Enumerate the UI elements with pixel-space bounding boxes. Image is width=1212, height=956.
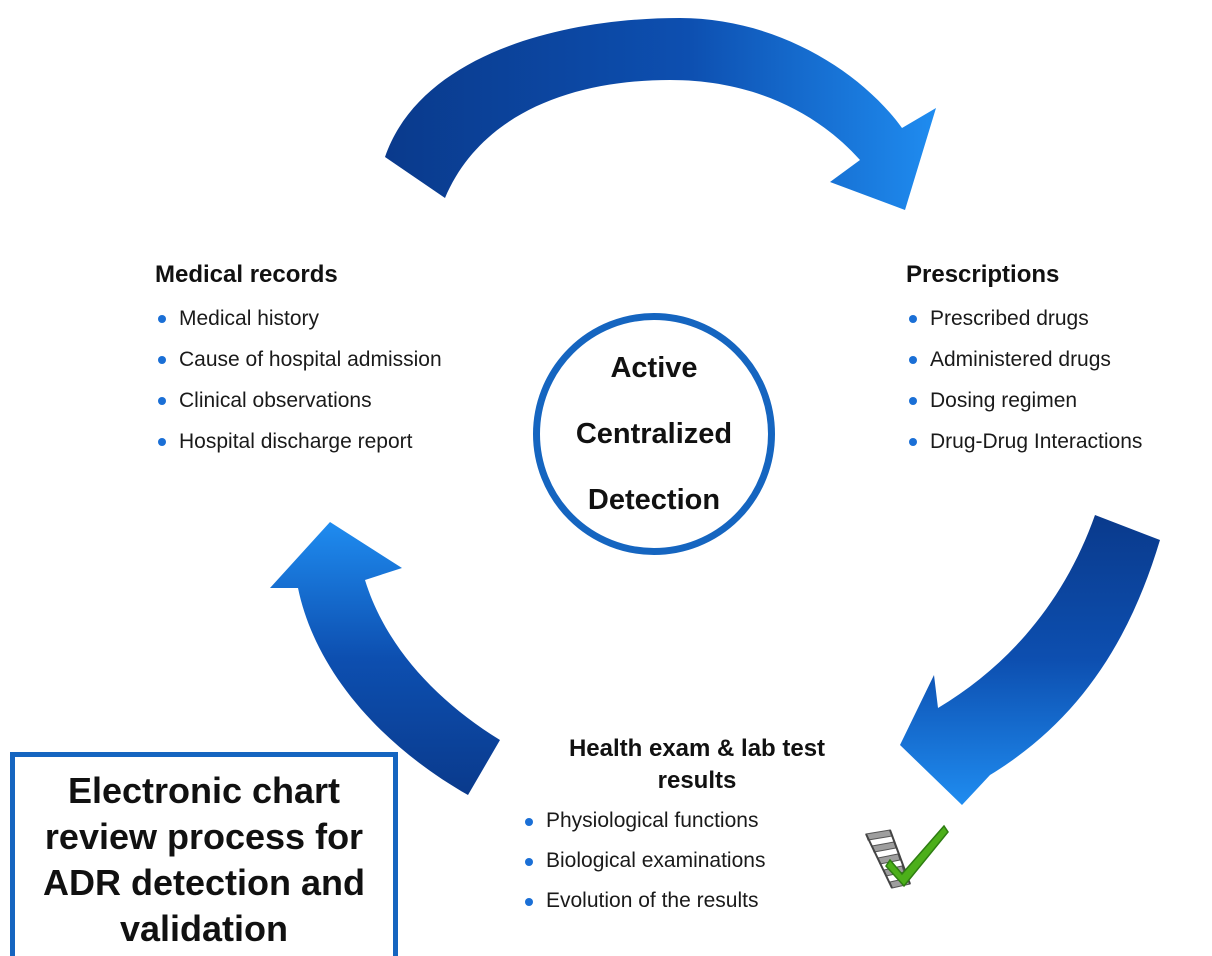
- list-item: Biological examinations: [522, 841, 892, 881]
- health-exam-title-line-2: results: [657, 767, 737, 794]
- health-exam-title: Health exam & lab test results: [502, 733, 892, 797]
- arrow-prescriptions-to-health-exam: [900, 515, 1160, 805]
- medical-records-list: Medical history Cause of hospital admiss…: [155, 298, 442, 462]
- list-item: Administered drugs: [906, 339, 1142, 380]
- list-item: Evolution of the results: [522, 881, 892, 921]
- list-item: Prescribed drugs: [906, 298, 1142, 339]
- center-text-line-1: Active: [610, 352, 698, 384]
- prescriptions-title: Prescriptions: [906, 261, 1060, 288]
- list-item: Clinical observations: [155, 380, 442, 421]
- title-line-4: validation: [119, 907, 289, 949]
- title-line-3: ADR detection and: [42, 861, 365, 903]
- prescriptions-block: Prescriptions Prescribed drugs Administe…: [906, 260, 1142, 462]
- medical-records-block: Medical records Medical history Cause of…: [155, 260, 442, 462]
- title-line-1: Electronic chart: [67, 769, 341, 811]
- list-item: Cause of hospital admission: [155, 339, 442, 380]
- center-text-line-2: Centralized: [575, 418, 733, 450]
- arrow-health-exam-to-records: [270, 522, 500, 795]
- arrow-records-to-prescriptions: [385, 18, 936, 210]
- health-exam-list: Physiological functions Biological exami…: [522, 801, 892, 921]
- title-line-2: review process for: [44, 815, 364, 857]
- center-circle: Active Centralized Detection: [533, 313, 775, 555]
- center-text-line-3: Detection: [587, 484, 721, 516]
- list-item: Dosing regimen: [906, 380, 1142, 421]
- title-box: Electronic chart review process for ADR …: [10, 752, 398, 956]
- list-item: Medical history: [155, 298, 442, 339]
- medical-records-title: Medical records: [155, 261, 338, 288]
- title-text: Electronic chart review process for ADR …: [19, 768, 389, 952]
- checklist-check-icon: [865, 824, 949, 889]
- health-exam-block: Health exam & lab test results Physiolog…: [522, 733, 892, 921]
- list-item: Drug-Drug Interactions: [906, 421, 1142, 462]
- list-item: Hospital discharge report: [155, 421, 442, 462]
- prescriptions-list: Prescribed drugs Administered drugs Dosi…: [906, 298, 1142, 462]
- health-exam-title-line-1: Health exam & lab test: [568, 735, 826, 762]
- list-item: Physiological functions: [522, 801, 892, 841]
